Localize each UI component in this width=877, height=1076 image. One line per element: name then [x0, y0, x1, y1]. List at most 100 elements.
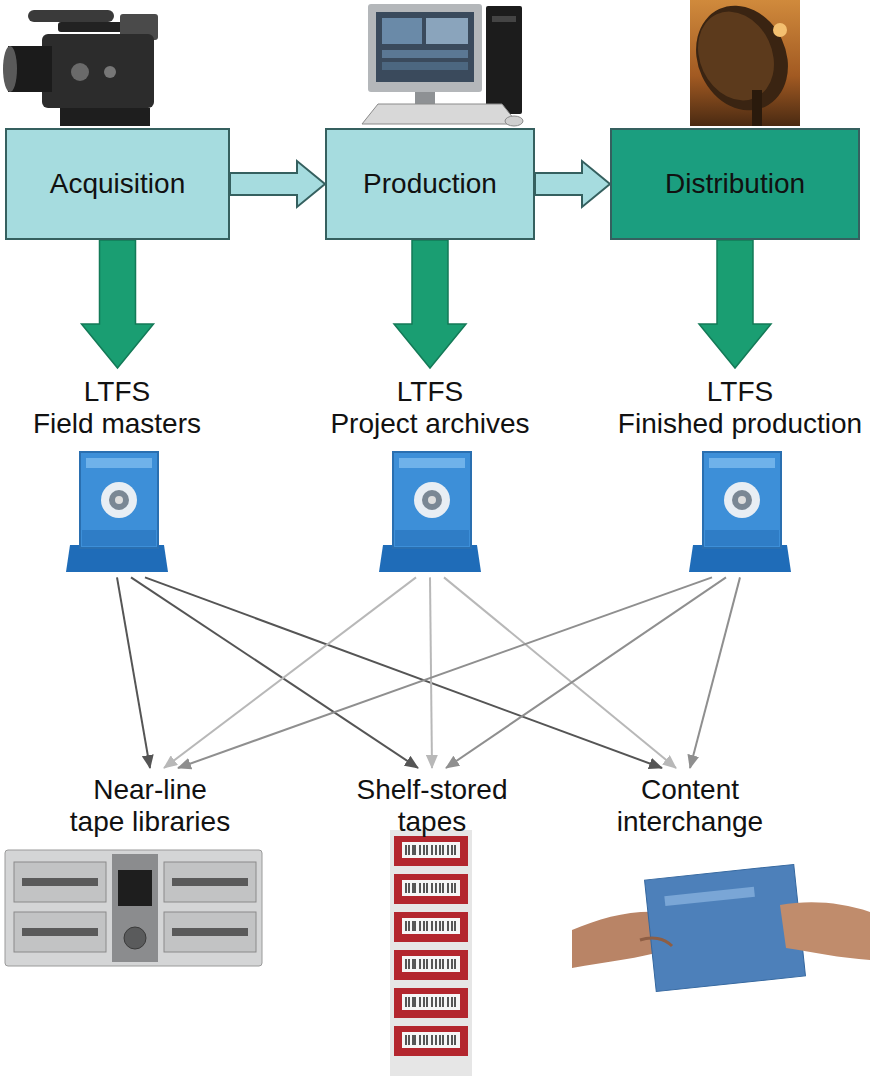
storage-connector [690, 577, 740, 768]
cartridge-window [724, 482, 760, 518]
dish-reflector [679, 0, 804, 126]
screen-timeline [382, 62, 468, 70]
dish-inner [684, 0, 788, 113]
shelf-tapes-picture [390, 830, 472, 1076]
tape-shelf [390, 830, 472, 1076]
tape-cartridge-icon [375, 450, 485, 575]
stage-label: Production [363, 168, 497, 200]
storage-connector [131, 577, 418, 768]
screen-timeline [382, 50, 468, 58]
cartridge-body [80, 452, 158, 548]
tape-label: LTFS [397, 376, 463, 408]
tape-label: Field masters [33, 408, 201, 440]
cartridge-label [664, 887, 755, 906]
camera-body [42, 34, 154, 108]
archive-arrow [82, 240, 154, 368]
destination-label: Content interchange [606, 774, 774, 838]
cartridge-base [689, 545, 791, 572]
tape-cartridge-icon [685, 450, 795, 575]
destination-node: Content interchange [595, 768, 785, 838]
storage-connector [164, 577, 416, 768]
computer-tower [486, 6, 522, 114]
keyboard [362, 104, 518, 124]
monitor-screen [376, 12, 474, 82]
stage-label: Acquisition [50, 168, 185, 200]
cartridge-label-strip [86, 458, 152, 468]
flow-arrow [230, 161, 325, 207]
right-hand [780, 902, 870, 960]
library-cabinet [5, 850, 262, 966]
tower-drive [492, 16, 516, 22]
satellite-dish-picture [679, 0, 804, 126]
tape-cartridge [645, 864, 806, 991]
stage-label: Distribution [665, 168, 805, 200]
cartridge-window [414, 482, 450, 518]
tape-cartridge-icon [62, 450, 172, 575]
mouse [505, 116, 523, 126]
monitor-stand [415, 92, 435, 104]
ltfs-tape-node: LTFSField masters [11, 370, 223, 575]
tape-spine [394, 836, 468, 866]
cartridge-label-strip [399, 458, 465, 468]
cartridge-grip [395, 530, 469, 546]
library-drive [164, 912, 256, 952]
cartridge-body [393, 452, 471, 548]
library-drive [14, 862, 106, 902]
shelf-tape-row [394, 950, 468, 980]
ltfs-tape-node: LTFSProject archives [312, 370, 548, 575]
cartridge-base [379, 545, 481, 572]
tape-library-picture [5, 850, 262, 966]
drive-slot [172, 928, 248, 936]
storage-connector [446, 577, 726, 768]
cartridge-grip [705, 530, 779, 546]
destination-node: Near-line tape libraries [55, 768, 245, 838]
cartridge-grip [82, 530, 156, 546]
flow-arrow [535, 161, 610, 207]
cartridge-body [703, 452, 781, 548]
storage-connector [178, 577, 712, 768]
stage-box: Distribution [610, 128, 860, 240]
monitor-frame [368, 4, 482, 92]
cartridge-window [101, 482, 137, 518]
library-control-panel [112, 854, 158, 962]
screen-panel [382, 18, 422, 44]
drive-slot [172, 878, 248, 886]
connectors [82, 161, 772, 768]
camera-dial [104, 66, 116, 78]
shelf-tape-row [394, 912, 468, 942]
shelf-tape-row [394, 1026, 468, 1056]
ltfs-tape-node: LTFSFinished production [609, 370, 871, 575]
cartridge-reel [422, 490, 442, 510]
screen-panel [426, 18, 468, 44]
sun-glow [773, 23, 787, 37]
cartridge-reel [732, 490, 752, 510]
video-camera-picture [3, 10, 158, 126]
library-drive [14, 912, 106, 952]
camera-base [60, 108, 150, 126]
storage-connector [430, 577, 432, 768]
tape-label: LTFS [707, 376, 773, 408]
library-button [124, 927, 146, 949]
storage-connector [444, 577, 676, 768]
camera-lens-front [3, 46, 17, 92]
drive-slot [22, 878, 98, 886]
tape-label: Project archives [330, 408, 529, 440]
computer-picture [362, 4, 523, 126]
storage-connector [117, 577, 150, 768]
archive-arrow [699, 240, 771, 368]
library-display [118, 870, 152, 906]
shelf-tape-row [394, 836, 468, 866]
tape-label: Finished production [618, 408, 862, 440]
shelf-tape-row [394, 874, 468, 904]
drive-slot [22, 928, 98, 936]
camera-dial [71, 63, 89, 81]
cartridge-reel [109, 490, 129, 510]
stage-box: Production [325, 128, 535, 240]
barcode-bars [406, 845, 455, 855]
stage-box: Acquisition [5, 128, 230, 240]
library-drive [164, 862, 256, 902]
cartridge-hub [428, 496, 436, 504]
destination-node: Shelf-stored tapes [337, 768, 527, 838]
